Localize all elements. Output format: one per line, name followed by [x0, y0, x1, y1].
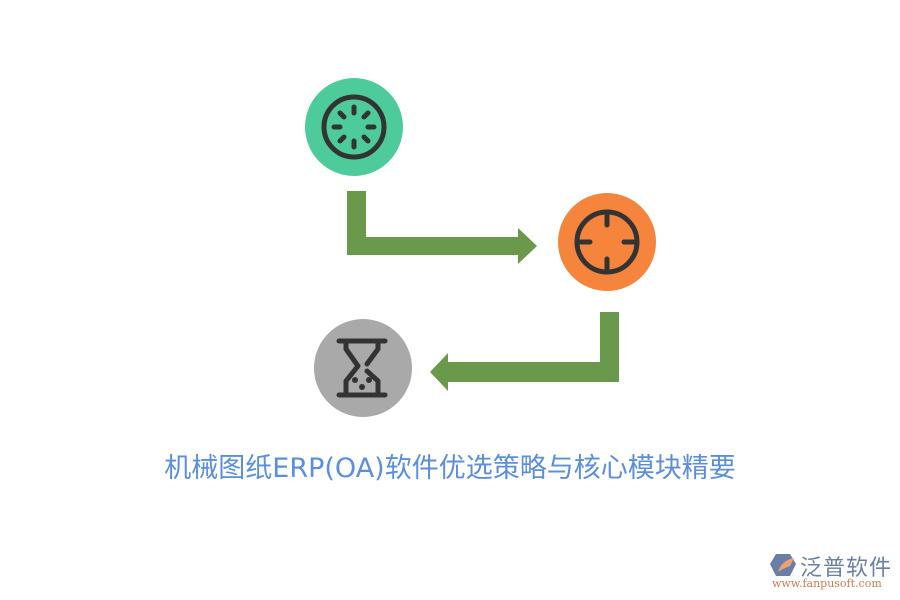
diagram-title: 机械图纸ERP(OA)软件优选策略与核心模块精要 [164, 453, 736, 484]
logo-url: www.fanpusoft.com [772, 577, 882, 590]
arrow-1-down-right [347, 191, 537, 264]
node-hourglass [314, 319, 412, 417]
crosshair-target-icon [574, 209, 640, 275]
arrow-2-down-left [430, 312, 619, 391]
node-spinner [305, 78, 403, 176]
brand-logo: 泛普软件 www.fanpusoft.com [768, 550, 898, 595]
fanpu-logo-icon [770, 554, 796, 576]
loading-spinner-icon [321, 94, 387, 160]
hourglass-icon [336, 338, 388, 398]
logo-name: 泛普软件 [800, 556, 893, 581]
node-target [558, 193, 656, 291]
